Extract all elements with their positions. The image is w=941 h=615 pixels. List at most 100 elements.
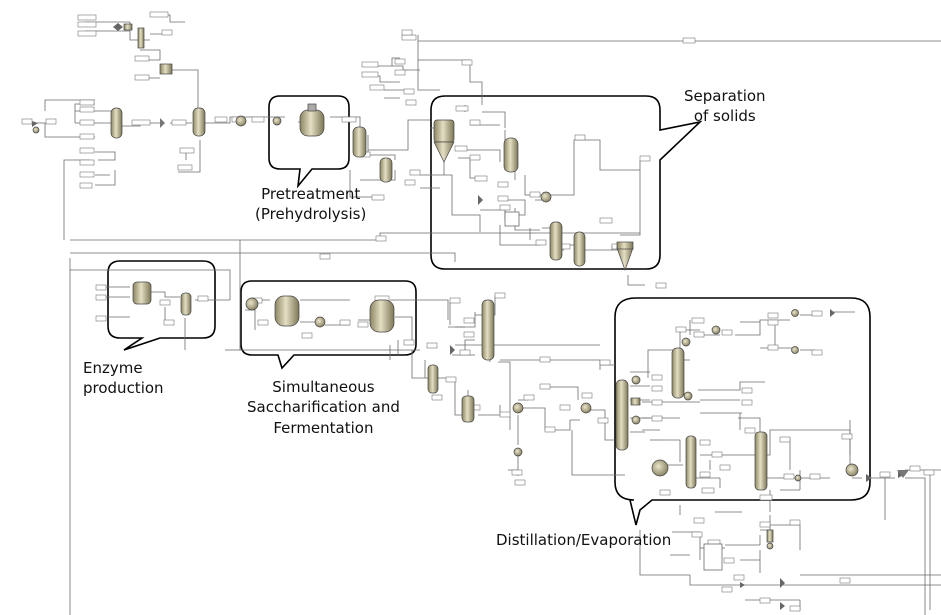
heat-exchanger-icon — [541, 192, 551, 202]
stream-tag — [340, 320, 350, 325]
stream-tag — [22, 119, 32, 124]
stream-tag — [395, 59, 405, 64]
stream-tag — [362, 72, 378, 77]
stream-tag — [475, 176, 487, 181]
reactor-icon — [434, 120, 454, 142]
pump-icon — [792, 347, 799, 354]
stream-tag — [406, 100, 416, 105]
stream-tag — [455, 146, 467, 151]
stream-tag — [768, 345, 778, 350]
valve-icon — [450, 345, 455, 355]
stream-tag — [80, 134, 94, 139]
heat-exchanger-icon — [160, 64, 172, 74]
pump-icon — [767, 543, 773, 549]
tank-icon — [574, 232, 585, 266]
stream-tag — [734, 575, 744, 580]
stream-tag — [80, 107, 94, 112]
valve-icon — [160, 118, 165, 128]
column-icon — [504, 138, 518, 172]
stream-tag — [810, 474, 820, 479]
separation-label: Separation of solids — [684, 86, 766, 127]
column-icon — [755, 432, 767, 490]
stream-tag — [530, 192, 540, 197]
stream-tag — [652, 375, 662, 380]
stream-tag — [790, 520, 800, 525]
ssf-line-1: Simultaneous — [247, 377, 400, 397]
stream-tag — [536, 240, 546, 245]
stream-tag — [395, 70, 405, 75]
stream-tag — [524, 395, 534, 400]
stream-tag — [215, 117, 227, 122]
stream-tag — [80, 148, 94, 153]
ssf-line-3: Fermentation — [247, 418, 400, 438]
tank-icon — [550, 222, 562, 260]
stream-tag — [692, 532, 702, 537]
stream-tag — [652, 416, 662, 421]
stream-tag — [760, 598, 770, 603]
stream-tag — [660, 490, 670, 495]
stream-tag — [78, 15, 96, 20]
stream-tag — [702, 488, 714, 493]
separation-line-2: of solids — [684, 106, 766, 126]
pump-icon — [792, 310, 799, 317]
tank-icon — [380, 158, 392, 182]
ssf-line-2: Saccharification and — [247, 397, 400, 417]
column-icon — [616, 380, 628, 450]
stream-tag — [160, 300, 170, 305]
enzyme-label: Enzyme production — [83, 358, 164, 399]
stream-tag — [96, 285, 106, 290]
stream-tag — [320, 254, 330, 259]
stream-tag — [462, 60, 472, 65]
stream-tag — [692, 318, 704, 323]
stream-tag — [683, 38, 695, 43]
heat-exchanger-icon — [236, 116, 246, 126]
stream-tag — [164, 320, 174, 325]
stream-tag — [80, 172, 94, 177]
tank-icon — [181, 293, 191, 315]
stream-tag — [780, 437, 790, 442]
stream-tag — [582, 393, 592, 398]
stream-tag — [540, 384, 550, 389]
stream-tag — [410, 170, 420, 175]
stream-tag — [515, 480, 525, 485]
stream-tag — [446, 377, 456, 382]
stream-tag — [80, 100, 94, 105]
reactor-icon — [370, 300, 394, 332]
stream-tag — [495, 293, 505, 298]
stream-tag — [96, 295, 106, 300]
stream-tag — [745, 428, 755, 433]
stream-tag — [178, 165, 192, 170]
heat-exchanger-icon — [513, 403, 523, 413]
column-icon — [482, 300, 494, 360]
stream-tag — [78, 31, 96, 36]
stream-tag — [724, 558, 734, 563]
valve-icon — [780, 578, 785, 588]
stream-tag — [198, 296, 208, 301]
stream-tag — [924, 470, 934, 475]
pretreatment-label: Pretreatment (Prehydrolysis) — [255, 184, 366, 225]
stream-tag — [470, 155, 480, 160]
stream-tag — [768, 320, 778, 325]
stream-tag — [498, 196, 508, 201]
stream-tag — [600, 218, 612, 223]
stream-tag — [812, 311, 822, 316]
stream-tag — [402, 35, 416, 40]
stream-tag — [722, 330, 732, 335]
pump-icon — [273, 117, 281, 125]
stream-tag — [362, 62, 378, 67]
stream-tag — [700, 440, 710, 445]
stream-tag — [404, 89, 414, 94]
stream-tag — [80, 183, 92, 188]
stream-tag — [470, 120, 480, 125]
heat-exchanger-icon — [846, 464, 858, 476]
stream-tag — [460, 350, 470, 355]
stream-tag — [640, 156, 650, 161]
stream-tag — [600, 360, 610, 365]
stream-tag — [427, 343, 437, 348]
tank-icon — [353, 127, 366, 157]
heat-exchanger-icon — [246, 298, 258, 310]
stream-tag — [135, 75, 149, 80]
stream-tag — [464, 318, 474, 323]
